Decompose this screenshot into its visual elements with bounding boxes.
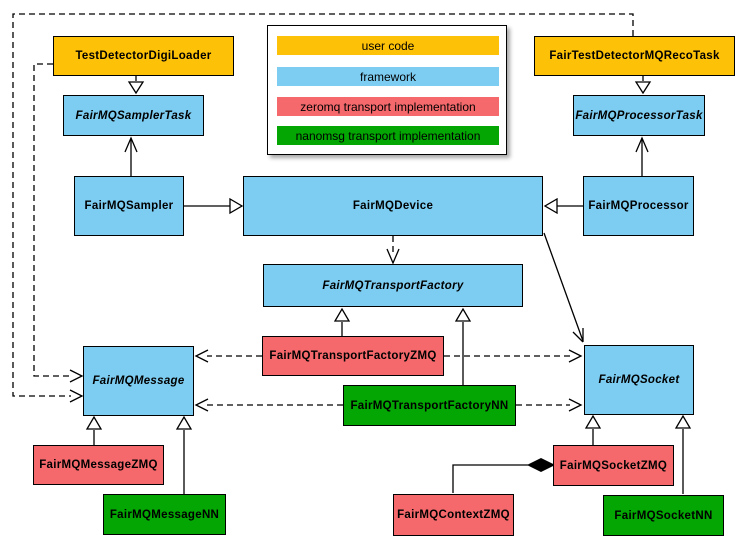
node-label: FairMQTransportFactory <box>322 279 464 292</box>
node-fairmqdevice: FairMQDevice <box>243 176 543 236</box>
triangle-message-zmq <box>85 415 103 430</box>
inheritance-triangles <box>85 81 692 430</box>
legend-item-zeromq: zeromq transport implementation <box>277 97 499 116</box>
node-fairmqsocket: FairMQSocket <box>584 345 694 415</box>
composition-connector <box>452 457 556 493</box>
legend-label-zeromq: zeromq transport implementation <box>300 99 476 114</box>
triangle-device-left <box>229 197 244 215</box>
node-fairmqsamplertask: FairMQSamplerTask <box>63 95 204 136</box>
node-label: FairMQDevice <box>352 200 434 212</box>
node-label: FairMQSampler <box>84 200 174 212</box>
node-fairmqtransportfactoryzmq: FairMQTransportFactoryZMQ <box>262 336 444 376</box>
triangle-message-nn <box>175 415 193 430</box>
triangle-socket-nn <box>674 414 692 429</box>
node-label: FairMQMessageZMQ <box>39 459 158 471</box>
node-fairmqsocketnn: FairMQSocketNN <box>603 495 724 536</box>
association-arrows <box>124 136 649 343</box>
node-label: FairMQMessageNN <box>109 508 220 521</box>
node-fairmqsocketzmq: FairMQSocketZMQ <box>553 445 674 486</box>
triangle-socket-zmq <box>584 414 602 429</box>
triangle-samplertask <box>127 81 145 95</box>
dependency-arrows <box>12 13 634 406</box>
node-label: TestDetectorDigiLoader <box>75 50 212 62</box>
node-label: FairMQSocket <box>598 374 680 386</box>
legend-item-nanomsg: nanomsg transport implementation <box>277 126 499 145</box>
node-fairmqprocessortask: FairMQProcessorTask <box>573 95 705 136</box>
node-label: FairMQProcessor <box>588 200 689 212</box>
node-fairtestdetectormqrecotask: FairTestDetectorMQRecoTask <box>534 36 735 76</box>
triangle-factory-nn <box>454 307 472 322</box>
node-fairmqmessagezmq: FairMQMessageZMQ <box>33 445 164 485</box>
legend-item-user-code: user code <box>277 36 499 55</box>
node-label: FairMQSocketZMQ <box>559 459 668 472</box>
legend-item-framework: framework <box>277 67 499 86</box>
inheritance-arrows <box>93 76 684 494</box>
node-label: FairMQProcessorTask <box>575 109 703 122</box>
node-label: FairMQSamplerTask <box>75 109 192 122</box>
node-testdetectordigiloader: TestDetectorDigiLoader <box>53 36 234 76</box>
legend-label-nanomsg: nanomsg transport implementation <box>295 128 481 143</box>
dep-recotask-to-message <box>12 13 634 397</box>
node-label: FairMQSocketNN <box>614 509 713 522</box>
triangle-device-right <box>543 197 558 215</box>
dep-digiloader-to-message <box>33 63 71 377</box>
node-fairmqtransportfactory: FairMQTransportFactory <box>263 264 523 307</box>
node-fairmqcontextzmq: FairMQContextZMQ <box>393 494 514 536</box>
legend-label-user-code: user code <box>361 38 415 53</box>
node-label: FairMQMessage <box>92 375 185 387</box>
dependency-arrowheads <box>69 248 583 412</box>
node-fairmqmessagenn: FairMQMessageNN <box>103 494 226 535</box>
legend-label-framework: framework <box>359 69 416 84</box>
triangle-processortask <box>634 81 652 95</box>
legend: user code framework zeromq transport imp… <box>267 25 507 155</box>
assoc-device-to-socket <box>543 232 584 342</box>
node-label: FairTestDetectorMQRecoTask <box>549 50 720 62</box>
node-label: FairMQTransportFactoryNN <box>350 399 509 412</box>
node-label: FairMQTransportFactoryZMQ <box>269 350 437 362</box>
node-fairmqmessage: FairMQMessage <box>83 346 194 416</box>
composition-diamond <box>526 457 556 473</box>
triangle-factory-zmq <box>333 307 351 322</box>
node-fairmqprocessor: FairMQProcessor <box>583 176 694 236</box>
node-fairmqtransportfactorynn: FairMQTransportFactoryNN <box>343 385 516 426</box>
node-fairmqsampler: FairMQSampler <box>74 176 184 236</box>
node-label: FairMQContextZMQ <box>397 509 510 521</box>
